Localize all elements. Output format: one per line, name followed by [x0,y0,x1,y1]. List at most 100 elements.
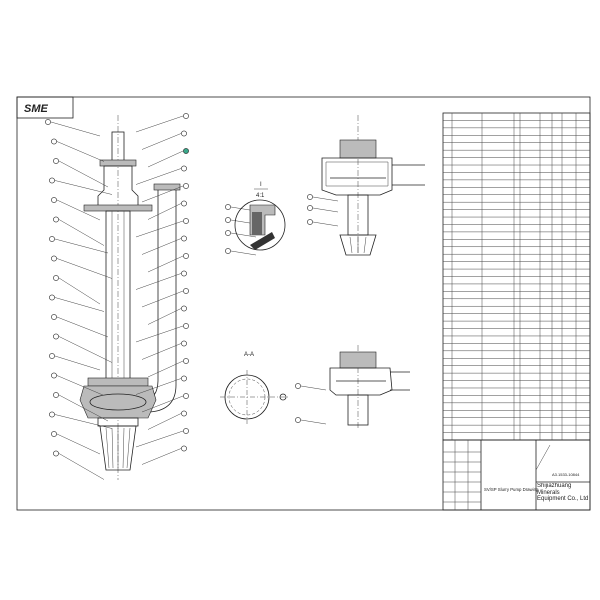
leader-line [54,238,109,254]
part-balloon [295,417,301,423]
part-balloon [183,148,189,154]
part-balloon [181,305,187,312]
title-block: SV/SP Slurry Pump Drawing A3.1533-10844 [442,439,591,511]
company-name: Shijiazhuang Minerals Equipment Co., Ltd [537,483,589,502]
part-balloon [49,411,55,418]
part-balloon [51,431,57,437]
leader-line [56,316,109,338]
part-balloon [225,217,231,223]
leader-line [135,273,182,290]
leader-line [56,199,101,221]
part-balloon [181,340,187,347]
leader-line [58,219,105,246]
leader-line [141,343,182,360]
part-balloon [49,294,55,301]
part-balloon [225,248,231,254]
part-balloons [45,113,339,480]
section-view-upper [321,115,425,256]
leader-line [135,378,182,395]
leader-line [300,385,327,391]
leader-line [54,355,101,371]
leader-line [58,453,105,480]
part-balloon [181,270,187,277]
leader-line [135,115,184,133]
part-balloon [53,158,59,164]
leader-line [50,121,101,137]
part-balloon [181,235,187,242]
leader-line [147,255,184,273]
leader-line [56,258,113,279]
section-label: A-A [244,352,254,358]
logo-box [16,96,74,119]
leader-line [230,250,257,256]
leader-line [141,448,182,465]
part-balloon [181,445,187,452]
part-balloon [49,353,55,359]
section-a-a: A-A [220,352,290,424]
part-balloon [307,194,313,200]
part-balloon [183,113,189,119]
leader-line [135,220,184,238]
leader-line [58,394,109,422]
part-balloon [183,428,189,434]
part-balloon [49,177,55,184]
leader-line [147,413,182,430]
part-balloon [51,255,57,262]
part-balloon [307,219,313,225]
part-balloon [183,323,189,329]
part-balloon [51,138,57,145]
section-view-lower [329,345,410,430]
part-balloon [183,183,189,189]
leader-line [141,133,182,150]
leader-line [312,221,339,227]
leader-line [141,290,184,308]
leader-line [312,196,339,202]
part-balloon [51,197,57,203]
leader-line [147,308,182,325]
part-balloon [183,253,189,259]
leader-line [58,277,101,305]
part-balloon [181,410,187,417]
main-pump-view [79,115,181,480]
part-balloon [53,216,59,223]
part-balloon [225,204,231,210]
part-balloon [45,119,51,125]
part-balloon [225,230,231,236]
parts-table [442,112,591,441]
part-balloon [295,383,301,389]
part-balloon [51,372,57,379]
detail-scale: 4:1 [256,193,265,199]
leader-line [54,297,105,312]
leader-line [147,150,184,168]
detail-label: I [260,182,262,188]
part-balloon [183,393,189,399]
leader-line [135,325,184,343]
leader-line [141,238,182,255]
leader-line [141,395,184,413]
leader-line [56,375,105,396]
logo: SME [24,103,49,115]
leader-line [230,232,257,238]
drawing-title: SV/SP Slurry Pump Drawing [484,487,539,492]
leader-line [54,180,113,195]
part-balloon [53,392,59,398]
part-balloon [183,358,189,364]
part-balloon [181,375,187,382]
leader-line [54,414,113,429]
leader-line [135,168,182,185]
part-balloon [53,333,59,340]
part-balloon [181,130,187,137]
drawing-number: A3.1533-10844 [552,472,580,477]
leader-line [312,207,339,213]
leader-line [141,185,184,203]
part-balloon [51,314,57,320]
part-balloon [53,450,59,457]
part-balloon [183,288,189,294]
leader-line [58,336,113,363]
leader-line [300,419,327,425]
leader-line [56,433,101,455]
leader-line [147,360,184,378]
leader-line [56,141,105,162]
part-balloon [181,165,187,172]
